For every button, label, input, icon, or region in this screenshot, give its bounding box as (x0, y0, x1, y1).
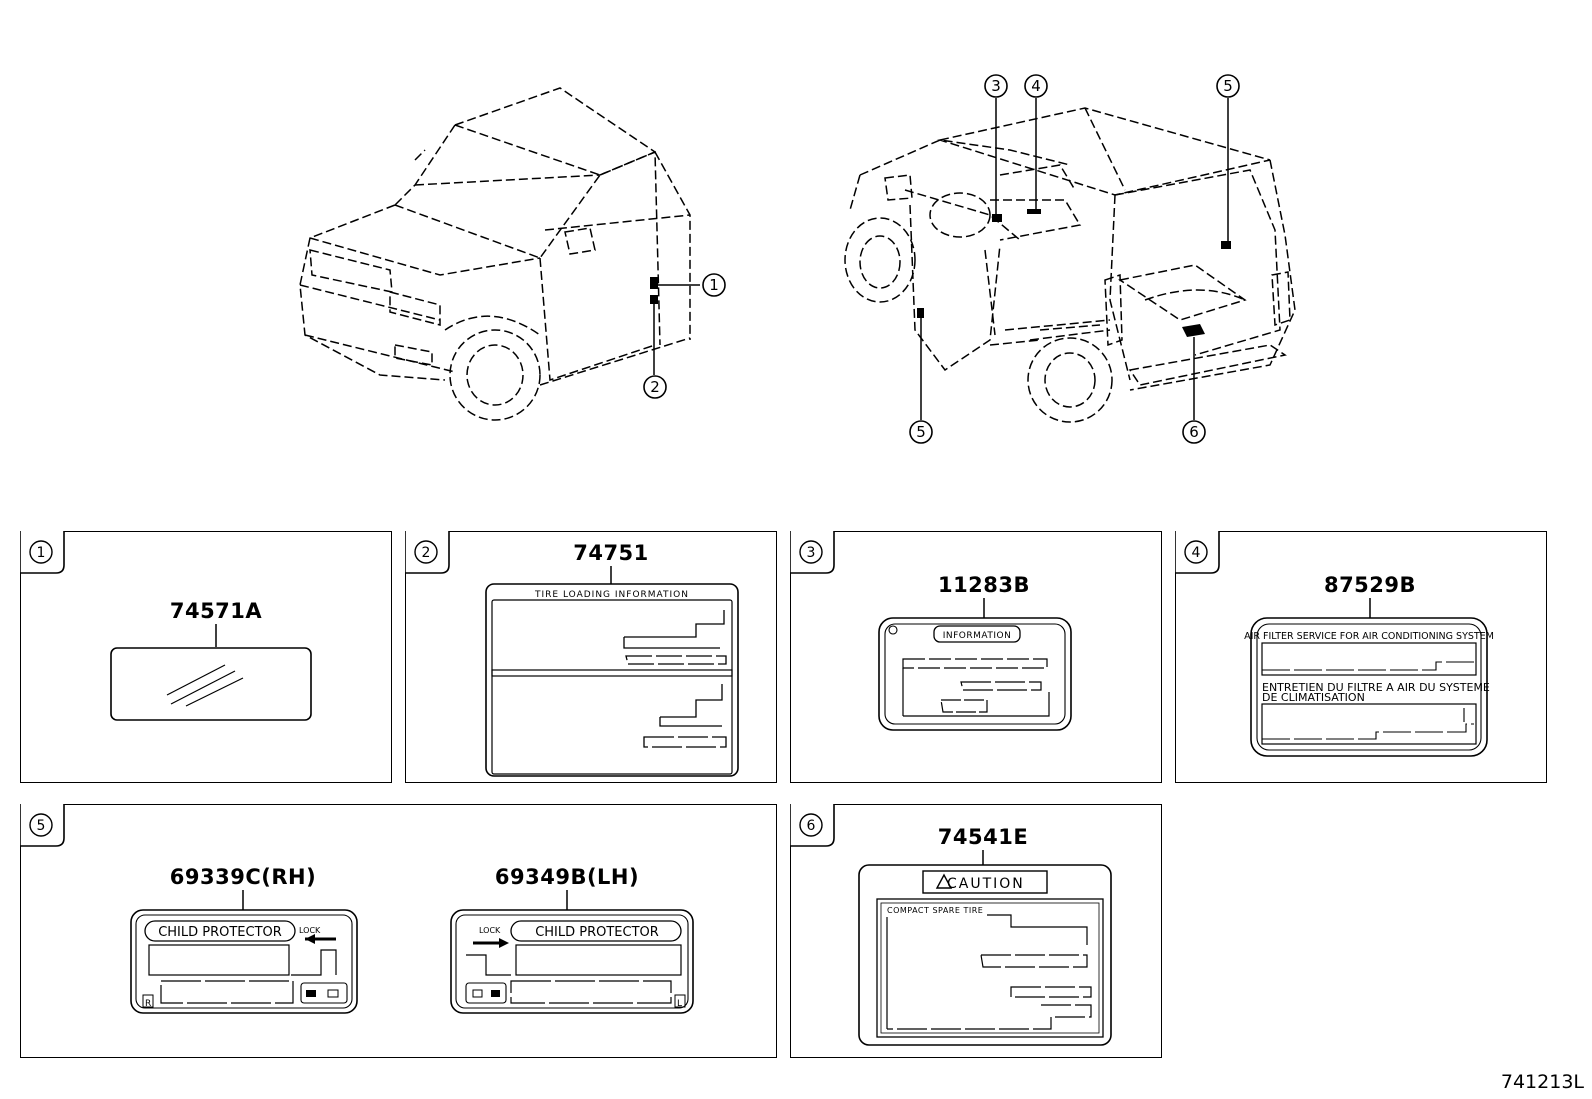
callout-6: 6 (1189, 423, 1199, 441)
lh-l-text: L (677, 999, 682, 1009)
panel-6-index: 6 (807, 818, 816, 834)
label-spot-4 (1027, 209, 1041, 214)
front-vehicle-outline (299, 87, 691, 421)
callout-2: 2 (650, 378, 660, 396)
panel-1: 1 74571A (20, 531, 392, 783)
label-spot-6 (1182, 324, 1205, 337)
label-spot-5-door (917, 308, 924, 318)
panel-3-tab: 3 (790, 531, 835, 574)
part-number-74541E: 74541E (937, 825, 1029, 849)
panel-4: 4 87529B AIR FILTER SERVICE FOR AIR COND… (1175, 531, 1547, 783)
panel-6: 6 74541E CAUTION COMPACT SPARE TIRE (790, 804, 1162, 1058)
part-number-69349B-lh: 69349B(LH) (494, 865, 640, 889)
panel-2-tab: 2 (405, 531, 450, 574)
air-filter-line-3: DE CLIMATISATION (1262, 691, 1365, 704)
panel-5: 5 69339C(RH) 69349B(LH) CHILD PROTECTOR … (20, 804, 777, 1058)
diagram-id: 741213L (1500, 1071, 1584, 1093)
callout-3: 3 (991, 77, 1001, 95)
label-spot-2 (650, 295, 658, 304)
tire-loading-title: TIRE LOADING INFORMATION (534, 590, 689, 600)
panel-5-label-drawings: CHILD PROTECTOR LOCK R CHILD PROTECTOR L… (130, 890, 694, 1014)
part-number-69339C-rh: 69339C(RH) (169, 865, 317, 889)
panel-3-label-drawing: INFORMATION (878, 598, 1072, 731)
lh-lock-text: LOCK (479, 926, 501, 935)
lh-child-protector-title: CHILD PROTECTOR (535, 925, 659, 940)
label-spot-5-rear (1221, 241, 1231, 249)
label-spot-3 (992, 214, 1002, 222)
panel-1-index: 1 (37, 545, 46, 561)
rh-child-protector-title: CHILD PROTECTOR (158, 925, 282, 940)
panel-4-label-drawing: AIR FILTER SERVICE FOR AIR CONDITIONING … (1244, 598, 1494, 757)
caution-title: CAUTION (947, 876, 1025, 892)
panel-6-label-drawing: CAUTION COMPACT SPARE TIRE (858, 850, 1112, 1046)
part-number-74571A: 74571A (169, 599, 263, 623)
callout-4: 4 (1031, 77, 1041, 95)
panel-4-index: 4 (1192, 545, 1201, 561)
panel-1-tab: 1 (20, 531, 65, 574)
part-number-74751: 74751 (573, 541, 649, 565)
panel-2-label-drawing: TIRE LOADING INFORMATION (485, 566, 739, 777)
callout-1: 1 (709, 276, 719, 294)
panel-2-index: 2 (422, 545, 431, 561)
part-number-11283B: 11283B (937, 573, 1031, 597)
rh-r-text: R (145, 999, 151, 1009)
panel-4-tab: 4 (1175, 531, 1220, 574)
information-title: INFORMATION (943, 631, 1012, 641)
label-spot-1 (650, 277, 658, 289)
part-number-87529B: 87529B (1323, 573, 1417, 597)
compact-spare-tire-text: COMPACT SPARE TIRE (887, 906, 983, 915)
panel-5-tab: 5 (20, 804, 65, 847)
air-filter-line-1: AIR FILTER SERVICE FOR AIR CONDITIONING … (1244, 631, 1494, 642)
callout-5-rear: 5 (1223, 77, 1233, 95)
panel-1-label-drawing (110, 624, 312, 721)
rh-lock-text: LOCK (299, 926, 321, 935)
callout-5-door: 5 (916, 423, 926, 441)
panel-2: 2 74751 TIRE LOADING INFORMATION (405, 531, 777, 783)
panel-5-index: 5 (37, 818, 46, 834)
vehicle-illustrations: 1 2 3 4 5 5 6 (299, 74, 1296, 444)
panel-3: 3 11283B INFORMATION (790, 531, 1162, 783)
air-filter-line-2: ENTRETIEN DU FILTRE A AIR DU SYSTEME (1262, 681, 1490, 694)
panel-6-tab: 6 (790, 804, 835, 847)
rear-vehicle-outline (844, 107, 1296, 423)
panel-3-index: 3 (807, 545, 816, 561)
